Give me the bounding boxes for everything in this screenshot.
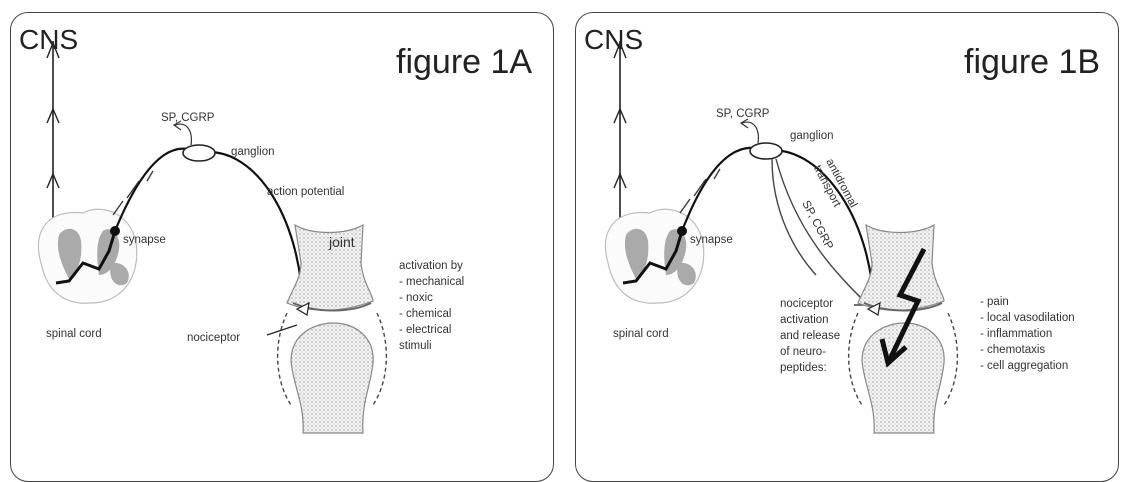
effect-line: - cell aggregation: [980, 360, 1068, 372]
synapse-label: synapse: [123, 234, 166, 246]
figure-1a-diagram: CNS figure 1A spinal cord synapse gangli…: [11, 13, 554, 482]
nociceptor-line: nociceptor: [780, 298, 833, 310]
sp-cgrp-arrow-head: [741, 119, 748, 128]
joint-bones: [278, 225, 387, 433]
effect-line: - inflammation: [980, 328, 1052, 340]
activation-line: - noxic: [399, 292, 433, 304]
activation-line: - mechanical: [399, 276, 464, 288]
sp-cgrp-rotated-label: SP, CGRP: [799, 199, 835, 252]
nociceptor-line: and release: [780, 330, 840, 342]
activation-line: - electrical: [399, 324, 451, 336]
spinal-cord-label: spinal cord: [46, 328, 102, 340]
nociceptor-fiber: [115, 149, 303, 311]
activation-line: stimuli: [399, 340, 432, 352]
synapse-label: synapse: [690, 234, 733, 246]
orthodromic-arrow: [113, 201, 123, 215]
ganglion-label: ganglion: [790, 130, 833, 142]
cns-label: CNS: [584, 24, 643, 55]
ganglion-label: ganglion: [231, 146, 274, 158]
nociceptor-label: nociceptor: [187, 332, 240, 344]
sp-cgrp-label: SP, CGRP: [716, 108, 770, 120]
nociceptor-fiber: [682, 148, 874, 311]
effect-line: - local vasodilation: [980, 312, 1075, 324]
activation-list: activation by - mechanical - noxic - che…: [399, 260, 464, 352]
nociceptor-line: of neuro-: [780, 346, 826, 358]
sp-cgrp-rotated-text: SP, CGRP: [799, 199, 835, 252]
effects-list: - pain - local vasodilation - inflammati…: [980, 296, 1075, 372]
nociceptor-release-list: nociceptor activation and release of neu…: [780, 298, 840, 374]
cns-label: CNS: [19, 24, 78, 55]
figure-1b-panel: CNS figure 1B spinal cord synapse gangli…: [575, 12, 1119, 482]
figure-1a-panel: CNS figure 1A spinal cord synapse gangli…: [10, 12, 554, 482]
sp-cgrp-label: SP, CGRP: [161, 112, 215, 124]
action-potential-label: action potential: [267, 186, 344, 198]
activation-line: - chemical: [399, 308, 451, 320]
effect-line: - pain: [980, 296, 1009, 308]
nociceptor-line: activation: [780, 314, 829, 326]
figure-title: figure 1A: [396, 43, 532, 81]
orthodromic-arrow: [680, 199, 690, 213]
effect-line: - chemotaxis: [980, 344, 1045, 356]
spinal-cord-label: spinal cord: [613, 328, 669, 340]
orthodromic-arrow: [147, 171, 153, 181]
joint-label: joint: [328, 234, 355, 250]
ganglion-oval: [750, 143, 782, 159]
nociceptor-line: peptides:: [780, 362, 827, 374]
activation-line: activation by: [399, 260, 463, 272]
ganglion-oval: [183, 145, 215, 161]
orthodromic-arrow: [127, 181, 139, 198]
spinal-cord: [605, 209, 703, 303]
spinal-cord: [38, 209, 136, 303]
figure-1b-diagram: CNS figure 1B spinal cord synapse gangli…: [576, 13, 1119, 482]
figure-title: figure 1B: [964, 43, 1100, 81]
